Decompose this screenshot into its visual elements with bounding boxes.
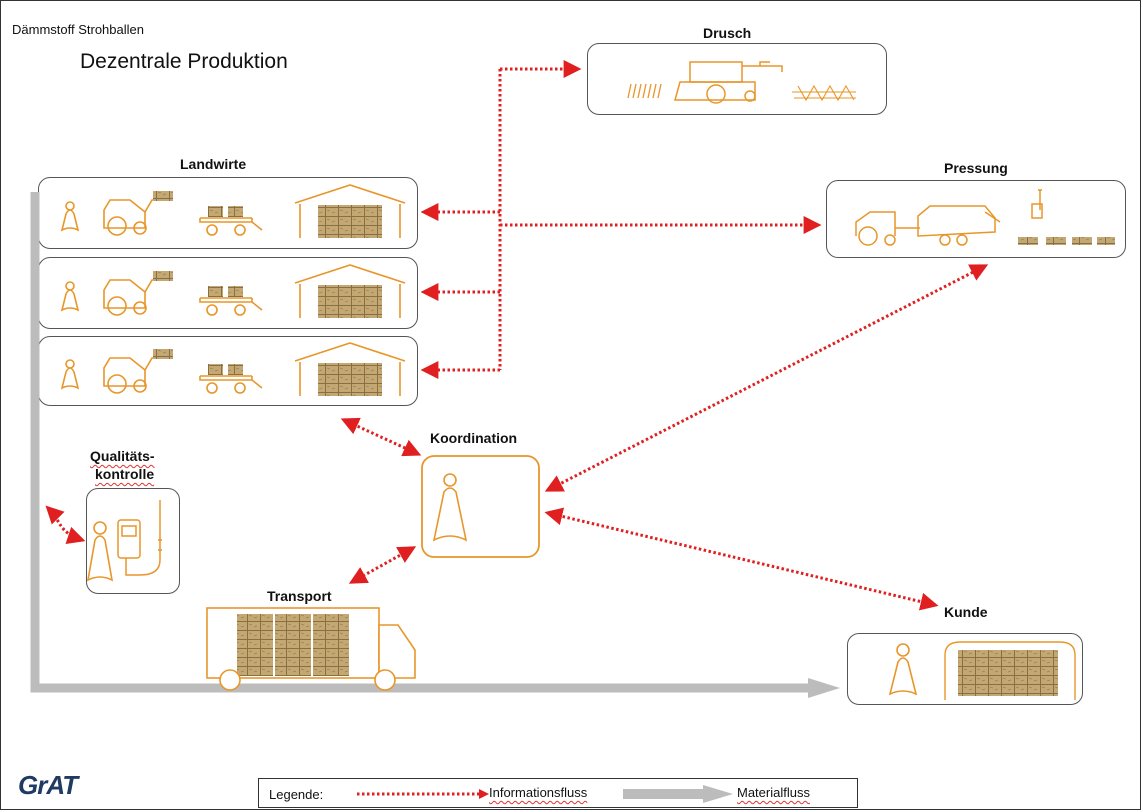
- baler-icon: [855, 189, 1043, 246]
- info-arrow-koordination-transport: [348, 546, 417, 584]
- trailer-icon: [199, 217, 263, 236]
- farmer-icon: [60, 201, 80, 232]
- combine-harvester-icon: [627, 61, 856, 104]
- informationsfluss-lines: [45, 60, 989, 611]
- koordination-box: [421, 455, 540, 558]
- drusch-label: Drusch: [703, 25, 752, 41]
- legend-material-label: Materialfluss: [737, 785, 810, 800]
- tractor-loader-icon: [103, 199, 172, 236]
- materialfluss-arrow: [30, 192, 840, 698]
- straw-bale-icon: [1072, 237, 1092, 245]
- diagram-subtitle: Dämmstoff Strohballen: [12, 22, 144, 37]
- diagram-title: Dezentrale Produktion: [80, 50, 288, 73]
- straw-bale-icon: [208, 206, 223, 217]
- measuring-device-icon: [117, 500, 162, 576]
- truck-icon: [206, 607, 416, 691]
- info-arrow-koordination-kunde: [544, 507, 939, 611]
- house-frame-icon: [944, 641, 1076, 700]
- transport-label: Transport: [267, 588, 332, 604]
- koordination-label: Koordination: [430, 430, 518, 446]
- grat-logo: GrAT: [18, 770, 78, 800]
- info-arrow-landwirte-koordination: [340, 417, 422, 457]
- legend-info-arrow: [357, 789, 489, 799]
- inspector-person-icon: [86, 521, 114, 582]
- landwirt-row-icons-2: [61, 264, 406, 319]
- landwirte-label: Landwirte: [180, 156, 247, 172]
- landwirt-row-icons-1: [60, 184, 406, 238]
- coordinator-person-icon: [432, 473, 468, 542]
- straw-bale-icon: [153, 191, 173, 201]
- legend-title: Legende:: [269, 787, 324, 802]
- straw-bale-icon: [1097, 237, 1115, 245]
- pressung-label: Pressung: [944, 160, 1008, 176]
- landwirt-row-icons-3: [61, 342, 406, 397]
- drusch-box: [587, 43, 887, 115]
- straw-bale-icon: [1018, 237, 1038, 245]
- info-arrow-qualitaetskontrolle: [45, 505, 86, 544]
- customer-person-icon: [888, 643, 918, 696]
- qualitaet-label-line2: kontrolle: [95, 466, 155, 482]
- info-arrow-koordination-pressung: [544, 264, 989, 492]
- kunde-label: Kunde: [944, 604, 988, 620]
- straw-bale-icon: [228, 206, 243, 217]
- legend-info-label: Informationsfluss: [489, 785, 588, 800]
- straw-bale-icon: [1046, 237, 1066, 245]
- legend: Legende: Informationsfluss Materialfluss: [258, 778, 858, 808]
- legend-material-arrow: [623, 785, 733, 803]
- barn-icon: [294, 184, 406, 238]
- straw-bale-wall-icon: [958, 650, 1058, 696]
- qualitaet-label-line1: Qualitäts-: [90, 448, 155, 464]
